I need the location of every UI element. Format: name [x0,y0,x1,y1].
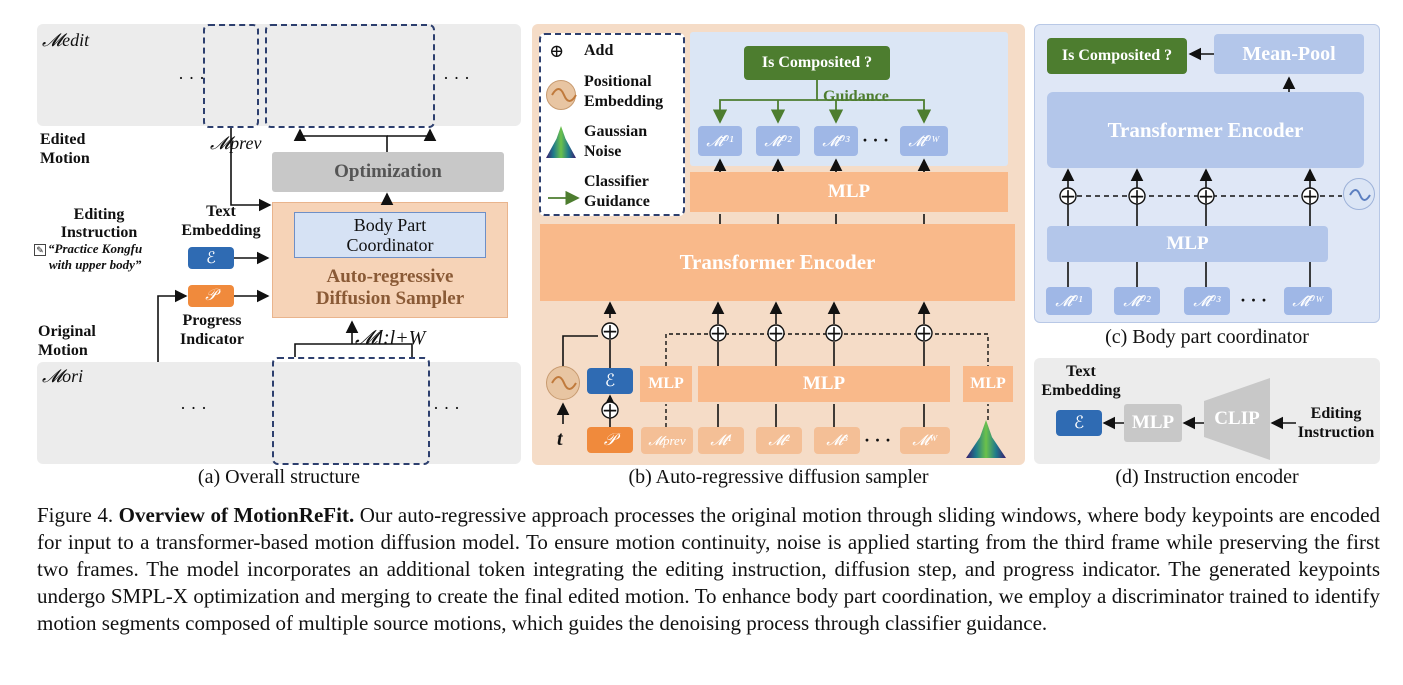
figure-text: Our auto-regressive approach processes t… [37,503,1381,635]
mlp-small-box-left: MLP [640,366,692,402]
original-ellipsis-right: · · · [433,398,460,418]
m-prev-window [203,24,259,128]
edited-motion-label: Edited Motion [40,131,90,167]
panel-c-caption: (c) Body part coordinator [1105,326,1309,348]
edited-window [265,24,435,128]
mlp-big-box: MLP [698,366,950,402]
input-token-prev: 𝓜prev [641,427,693,454]
input-token-2: 𝓜² [756,427,802,454]
m-prev-label: 𝓜prev [210,133,262,153]
encoder-box-b: ℰ [587,368,633,394]
legend-add-icon: ⊕ [549,41,565,61]
progress-box: 𝒫 [188,285,234,307]
mean-pool-box: Mean-Pool [1214,34,1364,74]
edited-ellipsis: · · · [178,68,205,88]
transformer-encoder-box-b: Transformer Encoder [540,224,1015,301]
coord-ellipsis: · · · [1240,290,1268,310]
m-ori-label: 𝓜ori [42,366,84,386]
timestep-embedding-icon [546,366,580,400]
progress-box-b: 𝒫 [587,427,633,453]
legend-box [539,33,685,216]
input-token-3: 𝓜³ [814,427,860,454]
mlp-box-d: MLP [1124,404,1182,442]
positional-embedding-icon [546,80,576,110]
positional-embedding-icon-c [1343,178,1375,210]
coord-input-2: 𝓜̂⁰² [1114,287,1160,315]
encoder-box-d: ℰ [1056,410,1102,436]
legend-noise-label: Gaussian Noise [584,123,648,160]
original-window [272,357,430,465]
panel-a-caption: (a) Overall structure [197,466,361,488]
is-composited-box-c: Is Composited ? [1047,38,1187,74]
input-token-1: 𝓜¹ [698,427,744,454]
panel-b-caption: (b) Auto-regressive diffusion sampler [628,466,929,488]
coord-input-3: 𝓜̂⁰³ [1184,287,1230,315]
progress-indicator-label: Progress Indicator [180,312,244,348]
original-ellipsis: · · · [180,398,207,418]
editing-instruction-label-d: Editing Instruction [1297,405,1375,441]
mlp-top-box: MLP [690,172,1008,212]
edited-ellipsis-right: · · · [443,68,470,88]
optimization-box: Optimization [272,152,504,192]
text-embedding-label-d: Text Embedding [1041,363,1121,399]
original-motion-strip [37,362,521,464]
figure-title: Overview of MotionReFit. [118,503,355,527]
input-ellipsis: · · · [864,430,892,450]
figure-label: Figure 4. [37,503,114,527]
legend-add-label: Add [584,42,614,59]
output-token-1: 𝓜̃⁰¹ [698,126,742,156]
output-token-w: 𝓜̃⁰ᵂ [900,126,948,156]
legend-guidance-label: Classifier Guidance [584,173,650,210]
editing-instruction-label: Editing Instruction [60,206,138,241]
output-token-3: 𝓜̃⁰³ [814,126,858,156]
guidance-label: Guidance [823,88,889,105]
mlp-box-c: MLP [1047,226,1328,262]
panel-d-caption: (d) Instruction encoder [1115,466,1299,488]
coord-input-1: 𝓜̂⁰¹ [1046,287,1092,315]
original-motion-label: Original Motion [38,323,96,359]
encoder-box: ℰ [188,247,234,269]
body-part-coordinator-box: Body Part Coordinator [294,212,486,258]
edit-note-icon: ✎ [34,244,46,256]
t-label: t [557,428,563,450]
input-token-w: 𝓜ᵂ [900,427,950,454]
mlp-small-box-right: MLP [963,366,1013,402]
coord-input-w: 𝓜̂⁰ᵂ [1284,287,1332,315]
output-ellipsis: · · · [862,130,890,150]
legend-positional-label: Positional Embedding [584,73,664,110]
m-edit-label: 𝓜edit [42,30,90,50]
example-instruction: “Practice Kongfu with upper body” [48,241,143,272]
text-embedding-label: Text Embedding [181,203,261,239]
is-composited-box-b: Is Composited ? [744,46,890,80]
output-token-2: 𝓜̃⁰² [756,126,800,156]
transformer-encoder-box-c: Transformer Encoder [1047,92,1364,168]
sampler-label: Auto-regressive Diffusion Sampler [315,266,465,309]
figure-caption: Figure 4. Overview of MotionReFit. Our a… [37,502,1380,637]
window-label: 𝓜l:l+W [355,327,426,349]
edited-motion-strip [37,24,521,126]
